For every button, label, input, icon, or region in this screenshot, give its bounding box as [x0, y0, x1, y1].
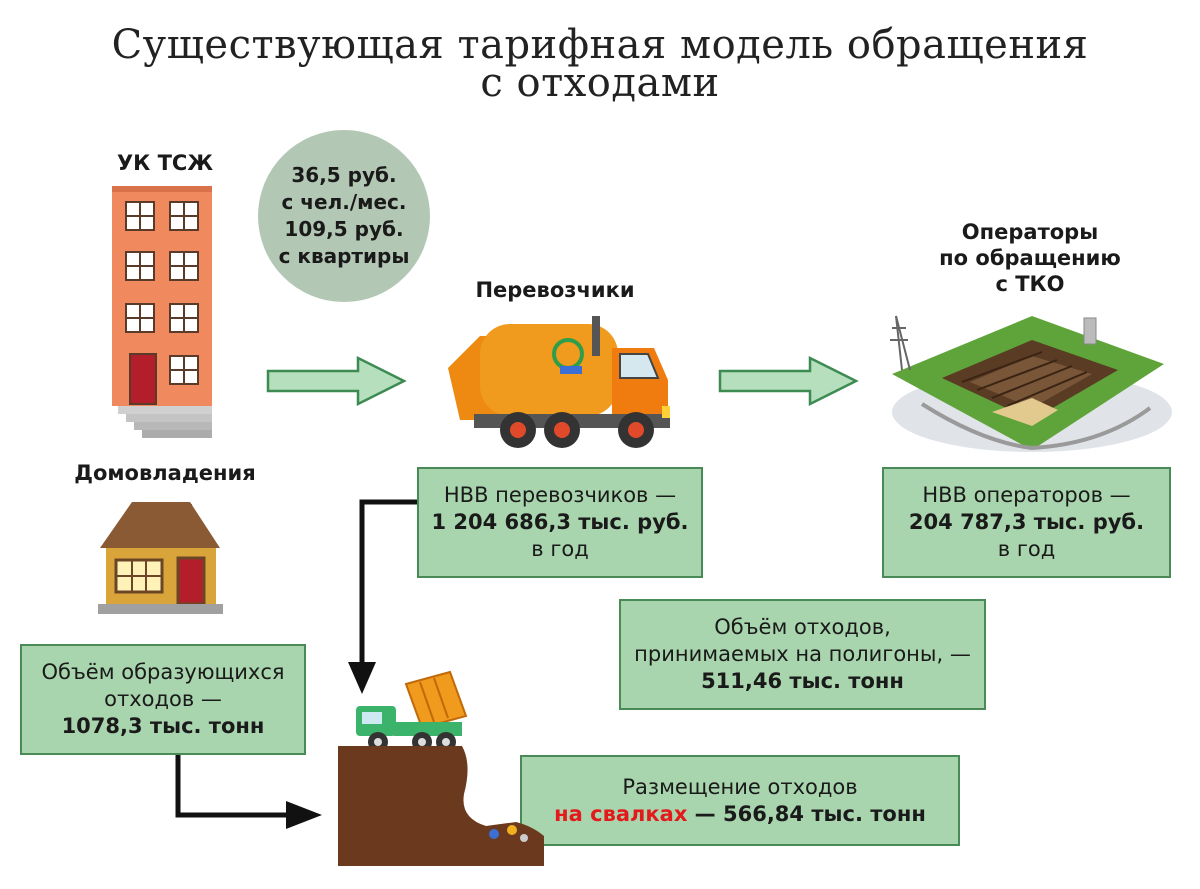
carriers-nvv-line-1: НВВ перевозчиков —: [443, 483, 677, 507]
house-icon: [98, 502, 223, 614]
landfill-volume-amount: 511,46 тыс. тонн: [701, 669, 904, 693]
carriers-nvv-line-3: в год: [531, 537, 589, 561]
dump-highlight: на свалках: [554, 801, 688, 826]
apartment-building-icon: [112, 186, 212, 438]
garbage-truck-icon: [448, 316, 670, 448]
operators-label-line-3: с ТКО: [995, 272, 1065, 296]
landfill-volume-line-3: 511,46 тыс. тонн: [621, 668, 984, 695]
operators-nvv-line-1: НВВ операторов —: [922, 483, 1131, 507]
operators-nvv-line-2: 204 787,3 тыс. руб.: [884, 509, 1169, 536]
dump-placement-box: Размещение отходов на свалках — 566,84 т…: [520, 755, 960, 846]
carriers-label: Перевозчики: [475, 278, 635, 302]
landfill-volume-line-1: Объём отходов,: [714, 615, 891, 639]
generated-waste-line-2: отходов —: [104, 687, 222, 711]
operators-nvv-line-3: в год: [997, 537, 1056, 561]
landfill-volume-line-2: принимаемых на полигоны, —: [634, 642, 971, 666]
title-line-2: с отходами: [480, 60, 720, 106]
carriers-nvv-amount: 1 204 686,3 тыс. руб.: [431, 510, 689, 534]
dump-pit-icon: [338, 746, 544, 866]
diagram-title: Существующая тарифная модель обращения с…: [0, 22, 1200, 106]
tariff-circle: 36,5 руб. с чел./мес. 109,5 руб. с кварт…: [258, 130, 430, 302]
landfill-facility-icon: [890, 315, 1172, 452]
tariff-line-2: с чел./мес.: [281, 190, 407, 214]
flow-arrow-to-carriers: [266, 355, 407, 407]
connector-arrow-to-pit: [175, 755, 322, 829]
flow-arrow-to-operators: [718, 355, 859, 407]
uk-tszh-label: УК ТСЖ: [116, 151, 214, 175]
tariff-line-1: 36,5 руб.: [291, 163, 397, 187]
generated-waste-line-1: Объём образующихся: [41, 660, 285, 684]
dump-placement-line-2: на свалках — 566,84 тыс. тонн: [522, 801, 958, 828]
landfill-volume-box: Объём отходов, принимаемых на полигоны, …: [619, 599, 986, 710]
households-label: Домовладения: [74, 461, 256, 485]
carriers-nvv-line-2: 1 204 686,3 тыс. руб.: [419, 509, 701, 536]
connector-arrow-to-dump: [348, 499, 417, 694]
carriers-nvv-box: НВВ перевозчиков — 1 204 686,3 тыс. руб.…: [417, 467, 703, 578]
generated-waste-line-3: 1078,3 тыс. тонн: [22, 713, 304, 740]
tariff-line-4: с квартиры: [278, 244, 410, 268]
dump-truck-icon: [356, 670, 468, 752]
operators-label-line-1: Операторы: [961, 220, 1099, 244]
title-line-1: Существующая тарифная модель обращения: [111, 22, 1089, 68]
dump-placement-line-1: Размещение отходов: [622, 774, 858, 799]
dump-amount: — 566,84 тыс. тонн: [687, 801, 926, 826]
generated-waste-box: Объём образующихся отходов — 1078,3 тыс.…: [20, 644, 306, 755]
operators-label-line-2: по обращению: [939, 246, 1121, 270]
generated-waste-amount: 1078,3 тыс. тонн: [61, 714, 265, 738]
operators-nvv-box: НВВ операторов — 204 787,3 тыс. руб. в г…: [882, 467, 1171, 578]
tariff-line-3: 109,5 руб.: [284, 217, 404, 241]
operators-label: Операторы по обращению с ТКО: [920, 219, 1140, 297]
operators-nvv-amount: 204 787,3 тыс. руб.: [908, 510, 1145, 534]
